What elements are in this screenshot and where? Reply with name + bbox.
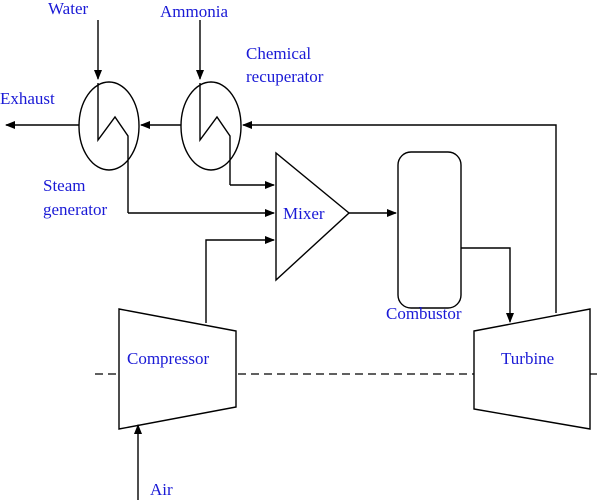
combustor-to-turbine-arrow (461, 247, 514, 323)
mixer-shape (275, 151, 351, 282)
recuperator-label: recuperator (246, 67, 324, 86)
steam-label: Steam (43, 176, 86, 195)
compressor-to-mixer-arrow (205, 236, 275, 323)
chemical-label: Chemical (246, 44, 311, 63)
water-label: Water (48, 0, 88, 18)
compressor-shape (118, 308, 237, 430)
compressor-label: Compressor (127, 349, 210, 368)
ammonia-label: Ammonia (160, 2, 228, 21)
combustor-label: Combustor (386, 304, 462, 323)
generator-label: generator (43, 200, 108, 219)
exhaust-label: Exhaust (0, 89, 55, 108)
turbine-exhaust-return-arrow (242, 121, 557, 313)
steam-generator-coil (97, 83, 129, 213)
combustor-shape (397, 151, 462, 309)
mixer-label: Mixer (283, 204, 325, 223)
air-label: Air (150, 480, 173, 499)
turbine-label: Turbine (501, 349, 554, 368)
chemical-recuperator-coil (199, 83, 231, 185)
turbine-shape (473, 308, 591, 430)
